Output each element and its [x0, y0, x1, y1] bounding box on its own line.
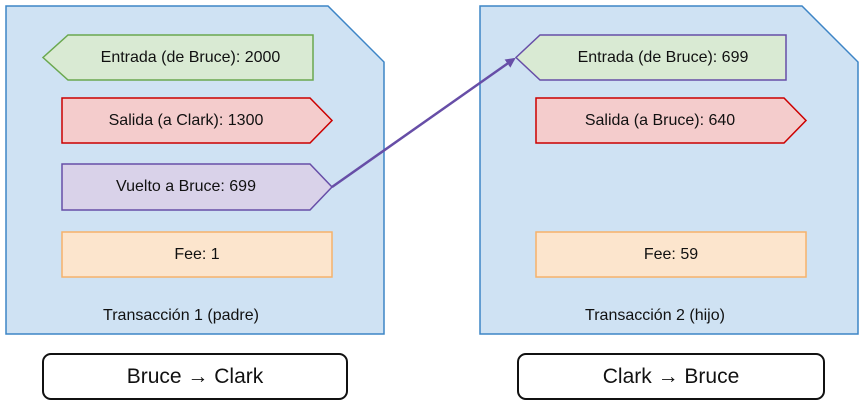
tx1-change-label: Vuelto a Bruce: 699: [116, 178, 256, 195]
tx1-fee-border: [61, 231, 333, 278]
tx1-output-label: Salida (a Clark): 1300: [108, 112, 264, 129]
tx1-input-shape: [43, 35, 313, 80]
tx2-direction-button[interactable]: Clark → Bruce: [517, 353, 825, 400]
tx1-output-border: [61, 97, 334, 144]
tx1-fee-label: Fee: 1: [174, 246, 220, 263]
tx2-fee-shape: [536, 232, 806, 277]
tx2-output-border: [535, 97, 808, 144]
tx2-input-border: [514, 34, 787, 81]
tx1-input-border: [41, 34, 314, 81]
tx1-direction-button[interactable]: Bruce → Clark: [42, 353, 348, 400]
tx1-input-label: Entrada (de Bruce): 2000: [100, 49, 281, 66]
tx1-change-border: [61, 163, 334, 211]
tx2-input-label: Entrada (de Bruce): 699: [577, 49, 749, 66]
tx2-fee-border: [535, 231, 807, 278]
tx1-panel-border: [5, 5, 385, 335]
tx1-output-shape: [62, 98, 332, 143]
tx2-output-shape: [536, 98, 806, 143]
tx1-caption: Transacción 1 (padre): [103, 307, 259, 324]
tx2-input-shape: [516, 35, 786, 80]
tx2-caption: Transacción 2 (hijo): [585, 307, 725, 324]
tx2-fee-label: Fee: 59: [643, 246, 699, 263]
tx1-change-shape: [62, 164, 332, 210]
tx2-panel-border: [479, 5, 859, 335]
tx2-output-label: Salida (a Bruce): 640: [584, 112, 736, 129]
tx1-fee-shape: [62, 232, 332, 277]
spend-arrow: [331, 57, 516, 189]
